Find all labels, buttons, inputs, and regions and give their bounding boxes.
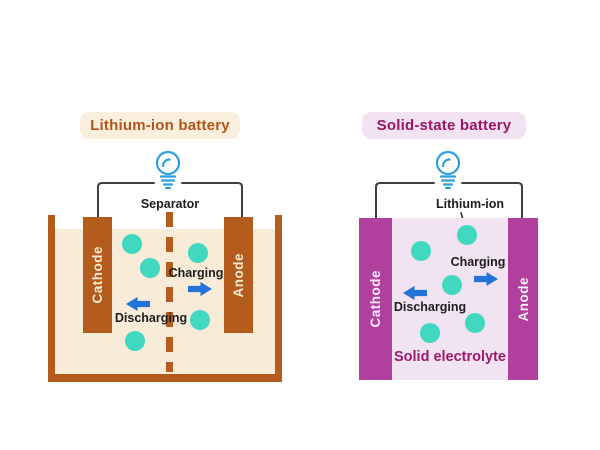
lithium-ion-particle	[465, 313, 485, 333]
discharging-label: Discharging	[393, 300, 467, 314]
solid-state-title: Solid-state battery	[376, 117, 512, 134]
solid-electrolyte-slab	[392, 218, 508, 380]
solid-state-title-badge: Solid-state battery	[362, 112, 526, 139]
anode-electrode-right: Anode	[508, 218, 538, 380]
solid-electrolyte-label: Solid electrolyte	[393, 349, 506, 365]
lithium-ion-callout-label: Lithium-ion	[435, 197, 505, 211]
lithium-ion-particle	[411, 241, 431, 261]
discharging-label: Discharging	[114, 311, 188, 325]
lithium-ion-particle	[457, 225, 477, 245]
cathode-electrode-left: Cathode	[83, 217, 112, 333]
charging-label: Charging	[168, 266, 224, 280]
anode-electrode-left: Anode	[224, 217, 253, 333]
lithium-ion-title-badge: Lithium-ion battery	[80, 112, 240, 139]
separator-label: Separator	[140, 197, 200, 211]
lithium-ion-particle	[190, 310, 210, 330]
lithium-ion-particle	[122, 234, 142, 254]
light-bulb-icon	[155, 150, 181, 190]
lithium-ion-title: Lithium-ion battery	[90, 117, 230, 134]
separator-dashed-line	[166, 212, 173, 372]
circuit-wire-left	[97, 182, 243, 219]
lithium-ion-particle	[420, 323, 440, 343]
anode-label: Anode	[515, 276, 531, 322]
lithium-ion-particle	[188, 243, 208, 263]
lithium-ion-particle	[442, 275, 462, 295]
charging-label: Charging	[450, 255, 506, 269]
cathode-label: Cathode	[90, 246, 105, 304]
anode-label: Anode	[231, 252, 246, 298]
lithium-ion-particle	[125, 331, 145, 351]
light-bulb-icon	[435, 150, 461, 190]
cathode-label: Cathode	[368, 270, 383, 328]
lithium-ion-particle	[140, 258, 160, 278]
cathode-electrode-right: Cathode	[359, 218, 392, 380]
circuit-wire-right	[375, 182, 523, 220]
